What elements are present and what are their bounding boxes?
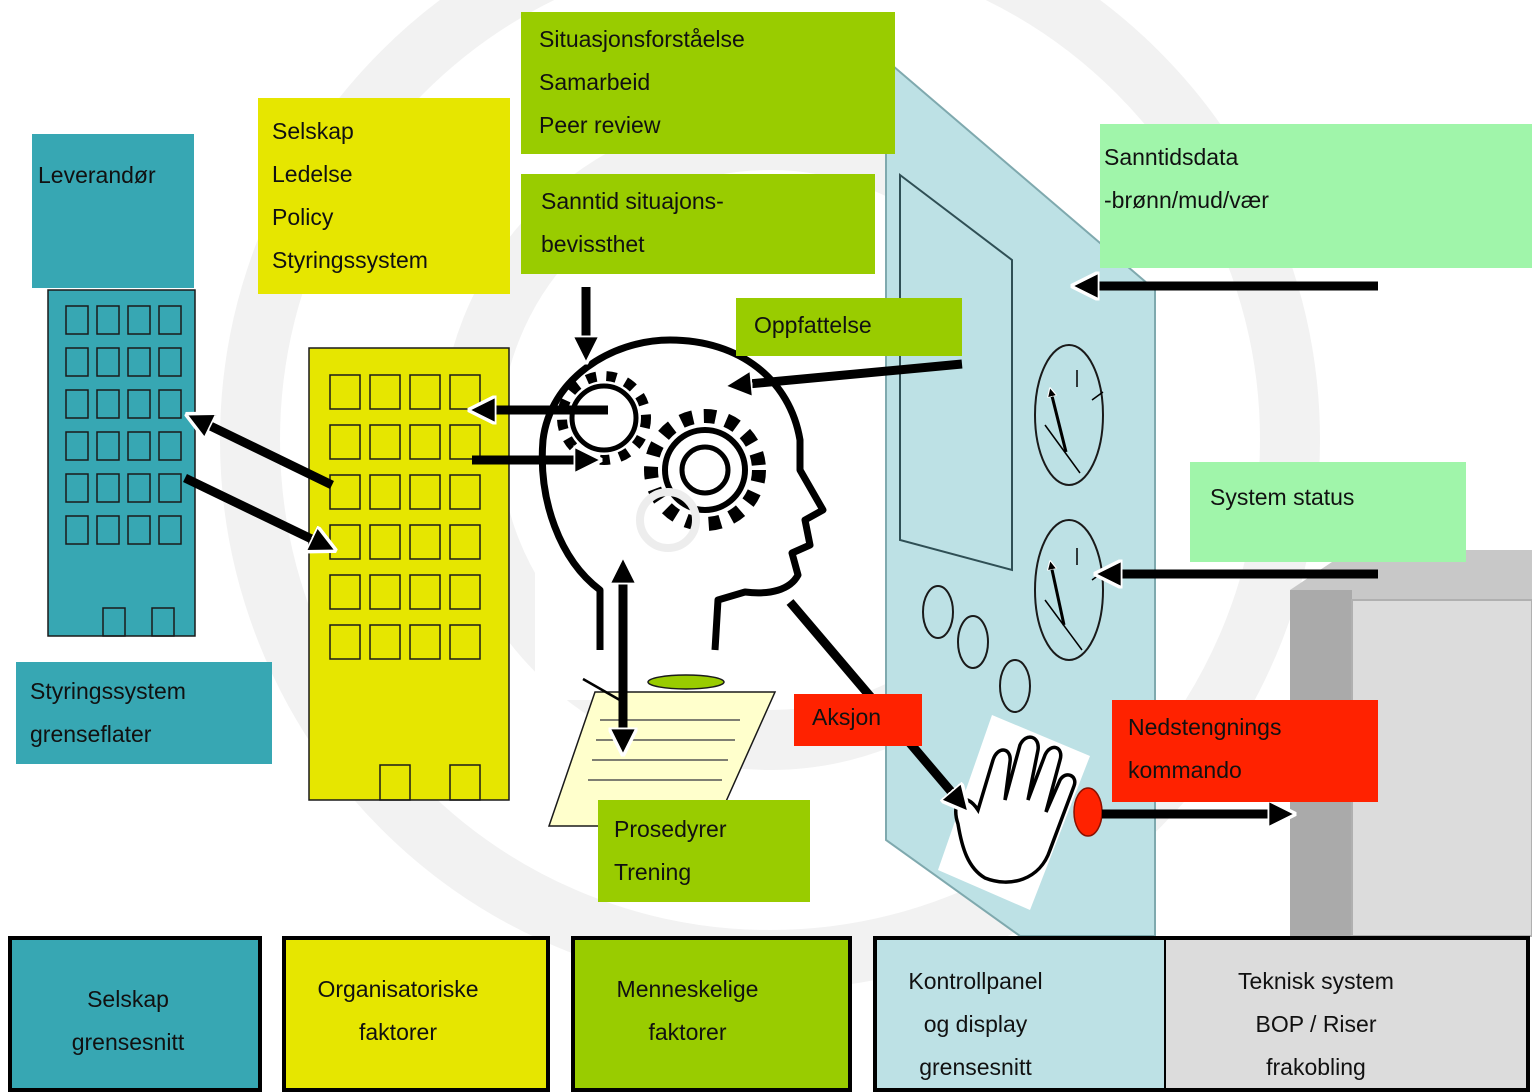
flow-arrows <box>185 286 1378 814</box>
panel-knob <box>922 585 954 639</box>
head-with-gears-icon <box>535 336 827 700</box>
building-door <box>449 764 481 801</box>
building-window <box>127 389 151 419</box>
building-door <box>102 607 126 637</box>
building-window <box>409 524 441 560</box>
legend-organisational-factors: Organisatoriske faktorer <box>282 936 550 1092</box>
building-window <box>369 624 401 660</box>
building-window <box>449 624 481 660</box>
building-window <box>409 574 441 610</box>
arrow <box>198 420 334 490</box>
panel-knob <box>999 659 1031 713</box>
building-window <box>65 515 89 545</box>
building-door <box>379 764 411 801</box>
building-window <box>127 305 151 335</box>
control-system-interfaces-label: Styringssystem grenseflater <box>16 662 272 764</box>
building-window <box>369 374 401 410</box>
building-window <box>329 424 361 460</box>
building-window <box>65 389 89 419</box>
hand-icon <box>938 715 1090 910</box>
legend-company-interface: Selskap grensesnitt <box>8 936 262 1092</box>
gauge-icon <box>1034 519 1104 661</box>
building-window <box>158 389 182 419</box>
building-window <box>96 389 120 419</box>
building-window <box>65 305 89 335</box>
aksjon-label: Aksjon <box>794 694 922 746</box>
arrow <box>738 359 963 385</box>
panel-display-screen <box>899 172 1013 572</box>
realtime-situation-awareness-label: Sanntid situajons- bevissthet <box>521 174 875 274</box>
oppfattelse-label: Oppfattelse <box>736 298 962 356</box>
office-building-icon <box>47 289 196 637</box>
building-window <box>158 515 182 545</box>
building-window <box>449 424 481 460</box>
building-window <box>449 524 481 560</box>
building-window <box>96 431 120 461</box>
building-window <box>127 347 151 377</box>
leverandor-label: Leverandør <box>32 134 194 288</box>
shutdown-command-label: Nedstengnings kommando <box>1112 700 1378 802</box>
building-window <box>127 473 151 503</box>
building-window <box>158 305 182 335</box>
legend-control-panel-interface: Kontrollpanel og display grensesnitt <box>873 936 1166 1092</box>
building-window <box>449 374 481 410</box>
company-management-label: Selskap Ledelse Policy Styringssystem <box>258 98 510 294</box>
building-window <box>158 473 182 503</box>
gauge-icon <box>1034 344 1104 486</box>
building-window <box>449 474 481 510</box>
building-window <box>409 374 441 410</box>
building-window <box>96 473 120 503</box>
building-window <box>127 515 151 545</box>
arrow <box>183 473 324 545</box>
building-window <box>329 374 361 410</box>
office-building-icon <box>308 347 510 801</box>
building-window <box>369 424 401 460</box>
building-window <box>369 524 401 560</box>
realtime-data-label: Sanntidsdata -brønn/mud/vær <box>1100 124 1532 268</box>
procedures-training-label: Prosedyrer Trening <box>598 800 810 902</box>
building-window <box>96 515 120 545</box>
building-window <box>96 305 120 335</box>
building-door <box>151 607 175 637</box>
emergency-button-icon <box>1073 787 1103 837</box>
building-window <box>369 574 401 610</box>
building-window <box>127 431 151 461</box>
building-window <box>329 624 361 660</box>
situational-understanding-label: Situasjonsforståelse Samarbeid Peer revi… <box>521 12 895 154</box>
technical-system-cabinet <box>1290 550 1532 937</box>
system-status-label: System status <box>1190 462 1466 562</box>
building-window <box>329 474 361 510</box>
building-window <box>65 347 89 377</box>
legend-human-factors: Menneskelige faktorer <box>571 936 852 1092</box>
building-window <box>65 431 89 461</box>
legend-technical-system: Teknisk system BOP / Riser frakobling <box>1164 936 1530 1092</box>
building-window <box>409 424 441 460</box>
building-window <box>449 574 481 610</box>
building-window <box>409 624 441 660</box>
building-window <box>329 574 361 610</box>
building-window <box>158 431 182 461</box>
panel-knob <box>957 615 989 669</box>
building-window <box>96 347 120 377</box>
building-window <box>158 347 182 377</box>
building-window <box>409 474 441 510</box>
building-window <box>369 474 401 510</box>
building-window <box>65 473 89 503</box>
